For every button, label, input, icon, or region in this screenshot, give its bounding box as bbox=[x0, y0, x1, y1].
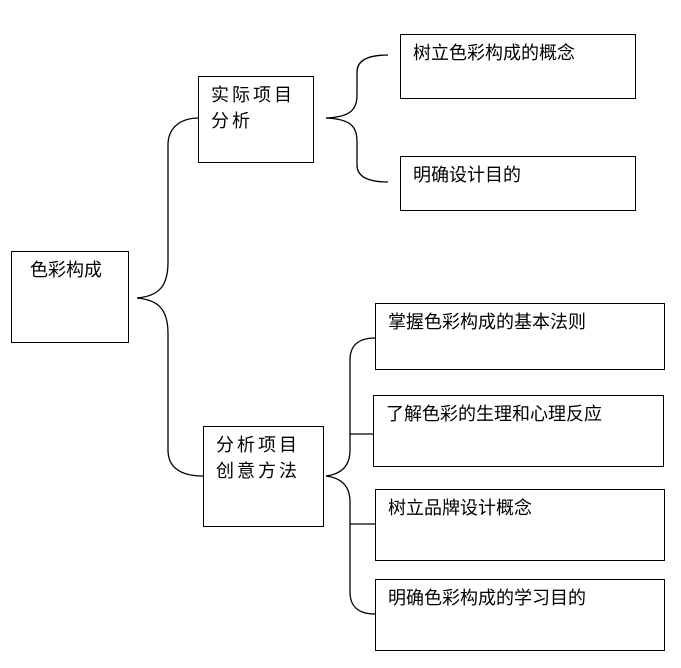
leaf-node-label: 掌握色彩构成的基本法则 bbox=[388, 312, 586, 333]
leaf-node-label: 树立品牌设计概念 bbox=[388, 498, 532, 519]
leaf-node-concept: 树立色彩构成的概念 bbox=[400, 34, 636, 99]
root-brace-lower bbox=[136, 297, 204, 477]
branch1-brace-upper bbox=[325, 54, 389, 119]
leaf-node-design-goal: 明确设计目的 bbox=[400, 156, 636, 211]
branch2-brace-lower bbox=[325, 475, 376, 615]
root-brace bbox=[136, 117, 200, 299]
root-node: 色彩构成 bbox=[11, 251, 129, 343]
branch-node-practical-analysis: 实际项目 分析 bbox=[198, 76, 314, 163]
branch-node-label: 实际项目 分析 bbox=[211, 85, 295, 132]
leaf-node-brand-concept: 树立品牌设计概念 bbox=[375, 489, 665, 561]
leaf-node-physio-psych: 了解色彩的生理和心理反应 bbox=[373, 395, 664, 467]
leaf-node-learning-goal: 明确色彩构成的学习目的 bbox=[375, 579, 665, 651]
branch-node-creative-methods: 分析项目 创意方法 bbox=[203, 426, 324, 527]
root-node-label: 色彩构成 bbox=[30, 260, 102, 281]
leaf-node-label: 树立色彩构成的概念 bbox=[413, 43, 575, 64]
branch2-brace-upper bbox=[325, 337, 376, 477]
leaf-node-label: 明确色彩构成的学习目的 bbox=[388, 588, 586, 609]
leaf-node-label: 明确设计目的 bbox=[413, 165, 521, 186]
branch1-brace-lower bbox=[325, 117, 389, 183]
branch-node-label: 分析项目 创意方法 bbox=[216, 435, 300, 482]
leaf-node-basic-rules: 掌握色彩构成的基本法则 bbox=[375, 303, 665, 370]
leaf-node-label: 了解色彩的生理和心理反应 bbox=[386, 404, 602, 425]
